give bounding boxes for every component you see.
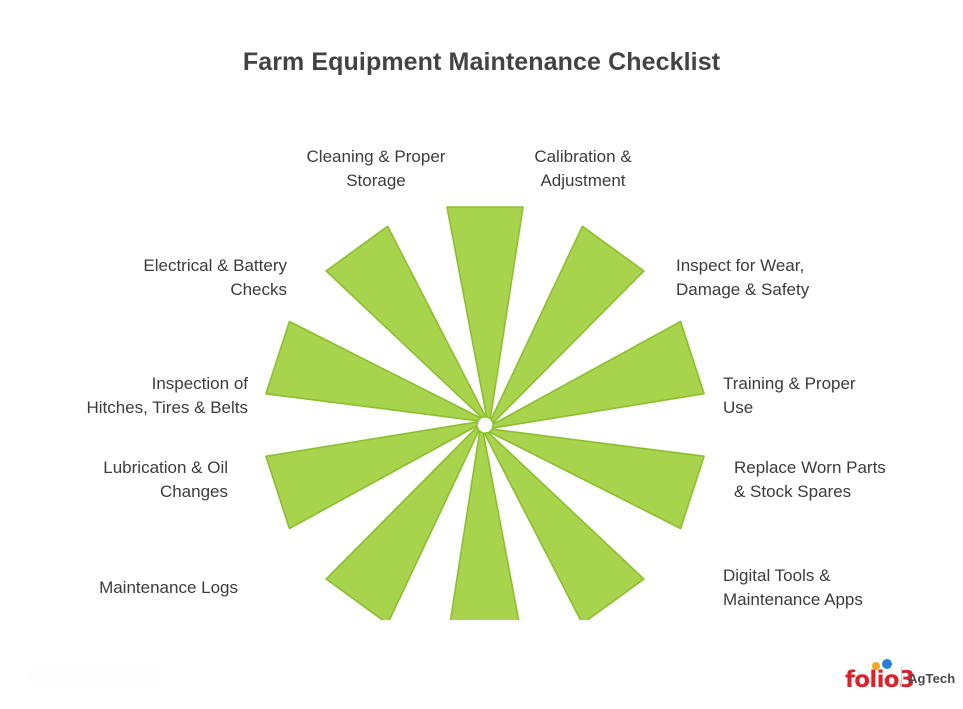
radial-label-digital-tools: Digital Tools & Maintenance Apps bbox=[723, 566, 863, 609]
radial-label-calibration: Calibration & Adjustment bbox=[534, 147, 632, 190]
radial-label-cleaning-storage: Cleaning & Proper Storage bbox=[306, 147, 446, 190]
logo-brand-text: folio3 bbox=[845, 667, 915, 693]
pinwheel-blade-calibration-adjustment[interactable]: Calibration & Adjustment bbox=[446, 206, 524, 420]
page-title: Farm Equipment Maintenance Checklist bbox=[242, 48, 721, 76]
pinwheel-blade-electrical-battery-checks[interactable]: Electrical & Battery Checks bbox=[265, 320, 482, 422]
pinwheel-blade-lubrication-oil-changes[interactable]: Lubrication & Oil Changes bbox=[325, 426, 480, 620]
logo-product-text: AgTech bbox=[908, 671, 956, 686]
radial-label-replace-worn-parts: Replace Worn Parts & Stock Spares bbox=[734, 458, 886, 501]
radial-label-hitches-tires-belts: Inspection of Hitches, Tires & Belts bbox=[86, 374, 248, 417]
radial-label-inspect-wear: Inspect for Wear, Damage & Safety bbox=[676, 256, 810, 299]
radial-label-lubrication-oil: Lubrication & Oil Changes bbox=[103, 458, 228, 501]
pinwheel-blade-maintenance-logs[interactable]: Maintenance Logs bbox=[447, 430, 523, 620]
placeholder-block bbox=[28, 662, 160, 690]
pinwheel-blade-training-proper-use[interactable]: Training & Proper Use bbox=[491, 320, 705, 429]
pinwheel-blade-replace-worn-parts-stock-spares[interactable]: Replace Worn Parts & Stock Spares bbox=[488, 428, 705, 530]
pinwheel-blade-inspect-for-wear-damage-safety[interactable]: Inspect for Wear, Damage & Safety bbox=[490, 225, 645, 424]
logo-divider bbox=[901, 667, 902, 687]
folio3-agtech-logo[interactable]: folio3 AgTech bbox=[845, 659, 955, 695]
logo-dot-orange-icon bbox=[872, 662, 880, 670]
pinwheel-blade-cleaning-proper-storage[interactable]: Cleaning & Proper Storage bbox=[325, 225, 487, 419]
pinwheel-blades: Calibration & AdjustmentInspect for Wear… bbox=[265, 206, 705, 620]
pinwheel-blade-digital-tools-maintenance-apps[interactable]: Digital Tools & Maintenance Apps bbox=[483, 431, 645, 620]
logo-dot-blue-icon bbox=[882, 659, 892, 669]
pinwheel-blade-inspection-of-hitches-tires-belts[interactable]: Inspection of Hitches, Tires & Belts bbox=[265, 421, 479, 530]
radial-label-maintenance-logs: Maintenance Logs bbox=[99, 578, 238, 597]
radial-pinwheel-diagram: Calibration & AdjustmentInspect for Wear… bbox=[265, 206, 705, 620]
radial-label-electrical-battery: Electrical & Battery Checks bbox=[143, 256, 287, 299]
radial-label-training-use: Training & Proper Use bbox=[723, 374, 856, 417]
